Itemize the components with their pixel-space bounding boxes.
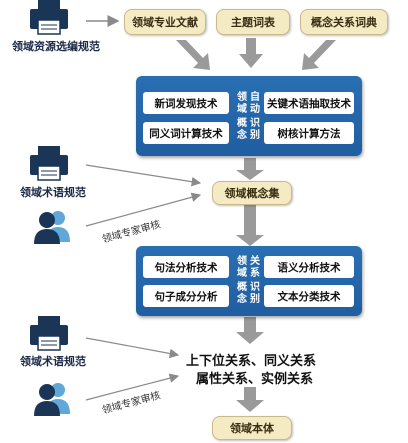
block-arrow-2 (239, 38, 263, 68)
tech-text-classification: 文本分类技术 (264, 285, 354, 307)
stage2-center-col1: 领域 (237, 256, 247, 279)
stage1-center-col3: 概念 (237, 118, 247, 141)
tech-syntax: 句法分析技术 (143, 256, 229, 278)
printer-icon (30, 146, 68, 181)
arrow-bot-spec (85, 337, 180, 359)
concept-set: 领域概念集 (212, 181, 292, 205)
block-arrow-4 (236, 158, 264, 180)
stage2-center-col2: 关系 (250, 256, 260, 279)
relations-line1: 上下位关系、同义关系 (186, 354, 317, 369)
resource-thesaurus: 主题词表 (216, 9, 290, 35)
block-arrow-1 (176, 40, 210, 70)
stage1-center-col1: 领域 (237, 92, 247, 115)
printer-icon (30, 0, 68, 35)
block-arrow-5 (236, 205, 264, 246)
source-label-top: 领域资源选编规范 (12, 40, 100, 53)
block-arrow-6 (236, 317, 264, 344)
block-arrow-7 (236, 387, 264, 412)
tech-term-extraction: 关键术语抽取技术 (264, 92, 354, 114)
tech-tree-kernel: 树核计算方法 (264, 122, 354, 144)
arrow-mid-expert (85, 192, 202, 227)
people-icon (34, 211, 70, 244)
source-label-bot: 领域术语规范 (20, 355, 86, 368)
tech-new-word: 新词发现技术 (143, 92, 229, 114)
tech-synonym: 同义词计算技术 (143, 122, 229, 144)
stage2-center-col3: 概念 (237, 282, 247, 305)
relations-line2: 属性关系、实例关系 (196, 372, 314, 387)
resource-relation-dictionary: 概念关系词典 (300, 9, 388, 35)
block-arrow-3 (302, 40, 336, 70)
concept-recognition-panel (136, 76, 362, 156)
people-icon (34, 383, 70, 416)
arrow-bot-expert (85, 373, 180, 401)
resource-literature: 领域专业文献 (124, 9, 206, 35)
tech-sentence-component: 句子成分分析 (143, 285, 229, 307)
tech-semantic: 语义分析技术 (264, 256, 354, 278)
stage2-center-col4: 识别 (250, 282, 260, 305)
printer-icon (30, 316, 68, 351)
source-label-mid: 领域术语规范 (20, 186, 86, 199)
domain-ontology: 领域本体 (212, 416, 292, 440)
stage1-center-col2: 自动 (250, 92, 260, 115)
stage1-center-col4: 识别 (250, 118, 260, 141)
arrow-mid-spec (85, 164, 202, 187)
